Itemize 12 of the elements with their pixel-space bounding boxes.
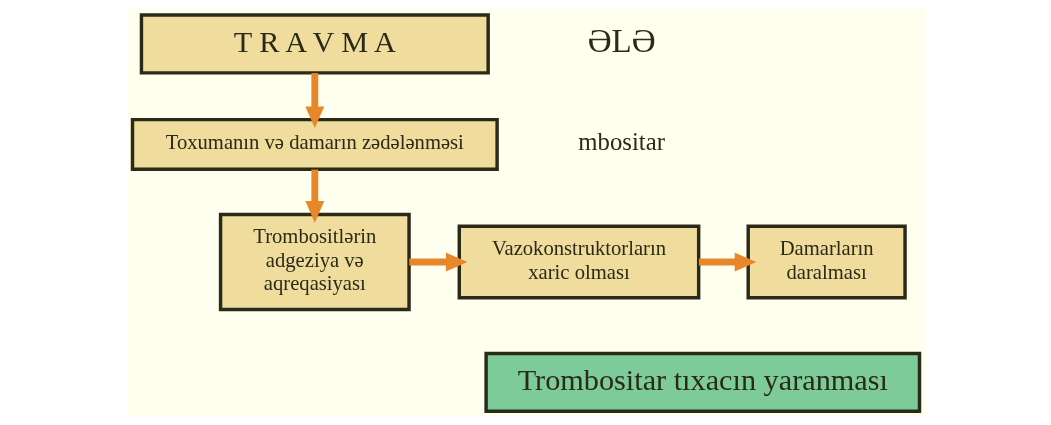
node-box: Toxumanın və damarın zədələnməsi [130, 117, 499, 171]
arrow [304, 169, 324, 223]
node-box: Trombositlərin adgeziya və aqreqasiyası [218, 212, 411, 312]
node-box: Trombositar tıxacın yaranması [483, 351, 921, 414]
node-box: T R A V M A [139, 13, 490, 75]
arrow [698, 252, 756, 272]
label: ƏLƏ [587, 23, 656, 60]
arrow [408, 252, 468, 272]
node-box: Damarların daralması [746, 224, 907, 300]
label: mbositar [577, 128, 665, 156]
node-box: Vazokonstruktorların xaric olması [457, 224, 700, 300]
arrow [304, 73, 324, 129]
